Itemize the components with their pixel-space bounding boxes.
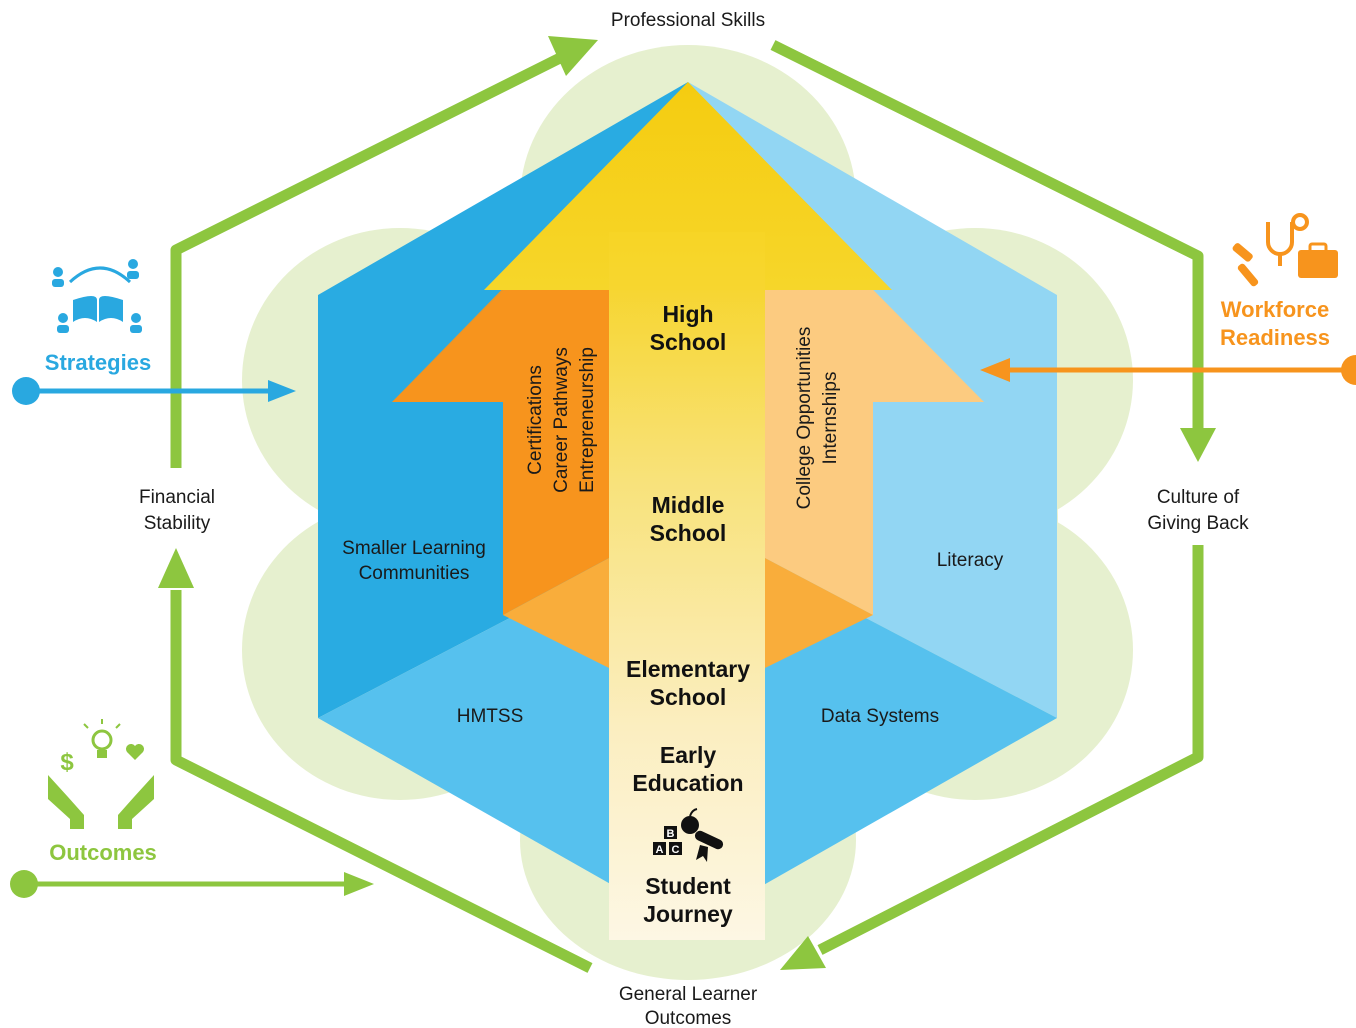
workforce-input: Workforce Readiness: [980, 213, 1356, 385]
label-data-systems: Data Systems: [821, 706, 939, 727]
label-entrepreneurship: Entrepreneurship: [577, 347, 598, 493]
stage-early-line2: Education: [632, 770, 743, 796]
label-general-learner-line1: General Learner: [619, 984, 758, 1005]
stage-early-line1: Early: [660, 742, 716, 768]
label-financial-line1: Financial: [139, 487, 215, 508]
left-wing-floor: [503, 558, 609, 668]
student-journey-line1: Student: [645, 873, 731, 899]
label-career-pathways: Career Pathways: [551, 347, 572, 493]
arrow-tip: [484, 82, 892, 290]
svg-text:$: $: [60, 749, 74, 776]
label-smaller-learning-line2: Communities: [359, 563, 470, 584]
svg-text:A: A: [656, 844, 664, 856]
label-hmtss: HMTSS: [457, 706, 524, 727]
cycle-arrow-right-lower: [817, 545, 1204, 955]
abc-blocks-apple-diploma-icon: B A C: [653, 808, 724, 862]
stage-high-line2: School: [650, 329, 727, 355]
right-wing-floor: [765, 558, 873, 668]
workforce-label-line1: Workforce: [1221, 297, 1329, 322]
right-wing-labels: College Opportunities Internships: [794, 327, 841, 510]
label-literacy: Literacy: [937, 550, 1004, 571]
label-certifications: Certifications: [525, 365, 546, 475]
label-financial-line2: Stability: [144, 513, 211, 534]
label-culture-line1: Culture of: [1157, 487, 1240, 508]
strategies-label: Strategies: [45, 350, 151, 375]
label-professional-skills: Professional Skills: [611, 10, 765, 31]
left-wing-labels: Certifications Career Pathways Entrepren…: [525, 347, 598, 493]
stage-high-line1: High: [662, 301, 713, 327]
svg-text:C: C: [672, 844, 680, 856]
label-smaller-learning-line1: Smaller Learning: [342, 538, 486, 559]
label-internships: Internships: [820, 372, 841, 465]
label-culture-line2: Giving Back: [1147, 513, 1249, 534]
outer-cycle-arrows: [170, 40, 1204, 973]
left-wing-face: [392, 290, 609, 615]
workforce-label-line2: Readiness: [1220, 325, 1330, 350]
people-book-icon: [52, 259, 142, 333]
stage-middle-line1: Middle: [652, 492, 725, 518]
strategies-input: Strategies: [12, 259, 296, 405]
outer-cycle-heads: [158, 36, 1216, 970]
student-journey-line2: Journey: [643, 901, 733, 927]
cycle-arrow-right-upper: [770, 40, 1204, 432]
stage-middle-line2: School: [650, 520, 727, 546]
tools-stethoscope-briefcase-icon: [1232, 213, 1338, 287]
cycle-arrow-left-lower: [170, 590, 593, 973]
stage-elementary-line1: Elementary: [626, 656, 750, 682]
hands-lightbulb-icon: $: [48, 719, 154, 829]
svg-text:B: B: [667, 828, 675, 840]
outcomes-input: $ Outcomes: [10, 719, 374, 898]
outcomes-label: Outcomes: [49, 840, 157, 865]
cycle-arrow-left-upper: [170, 53, 563, 468]
label-college-opportunities: College Opportunities: [794, 327, 815, 510]
label-general-learner-line2: Outcomes: [645, 1008, 732, 1028]
stage-elementary-line2: School: [650, 684, 727, 710]
right-wing-face: [765, 290, 984, 615]
